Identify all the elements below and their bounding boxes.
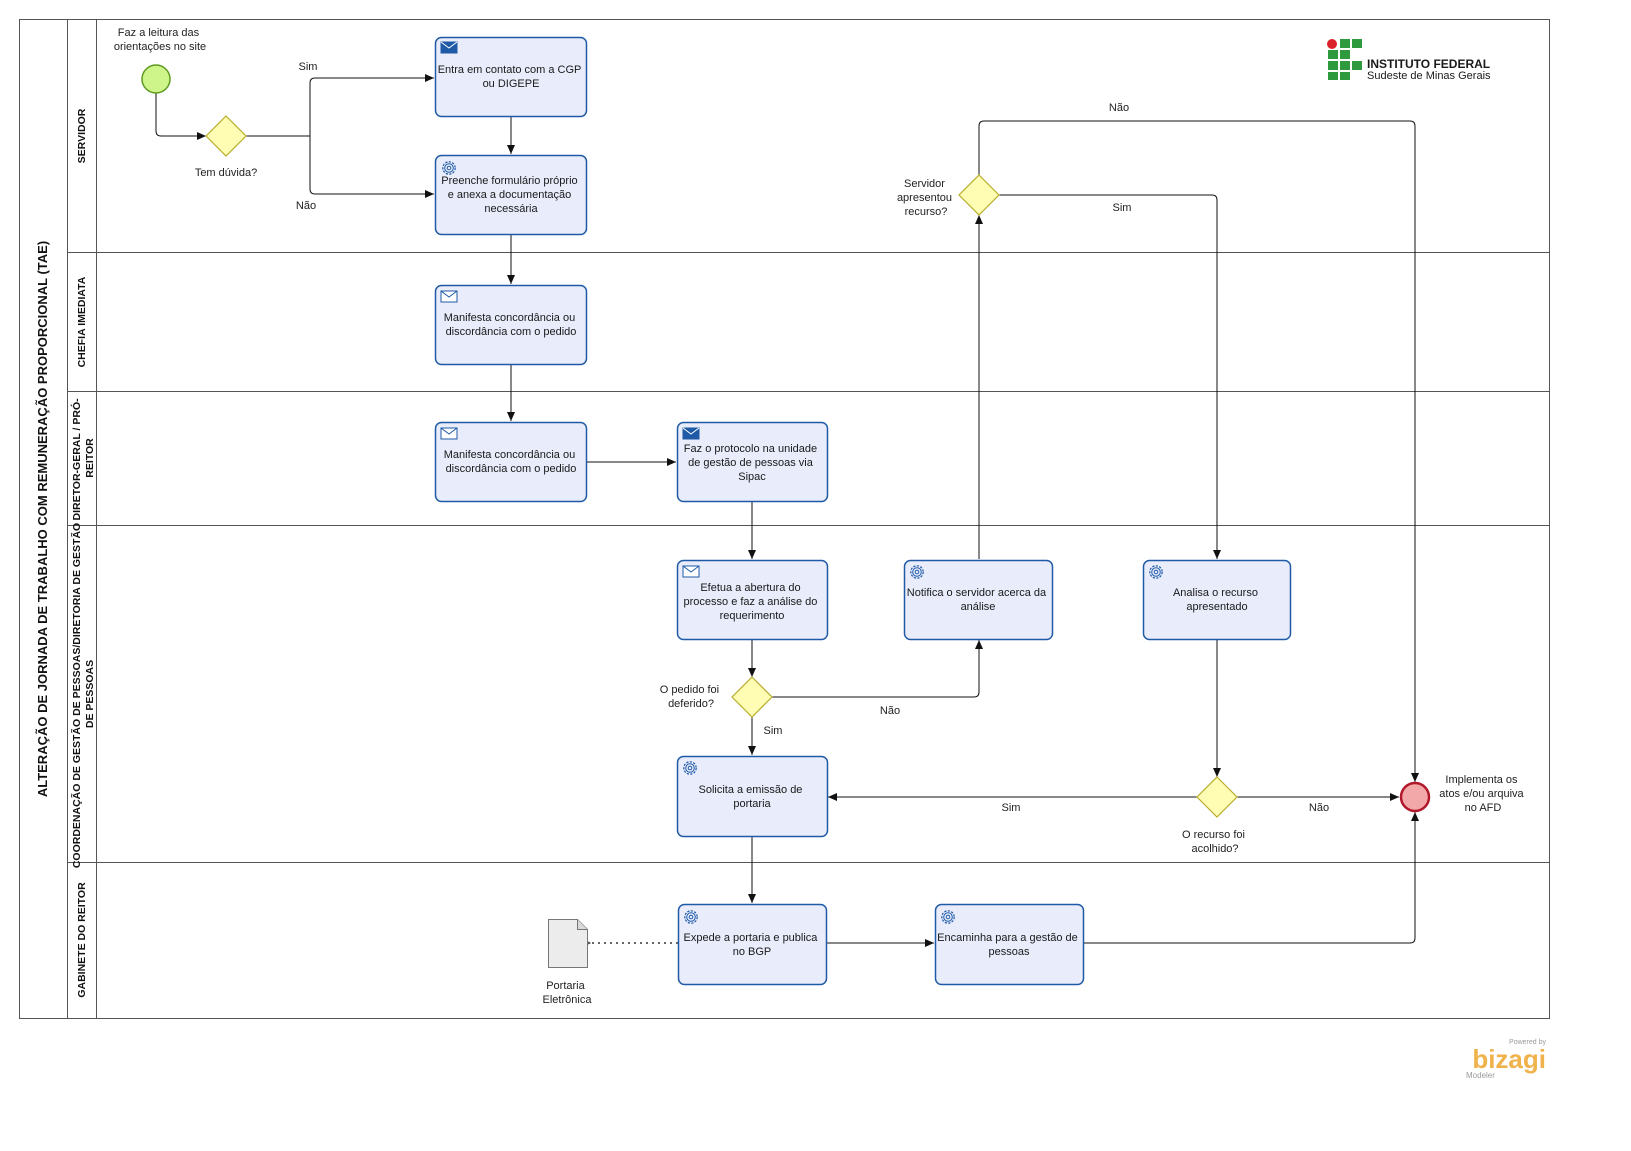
svg-text:Faz o protocolo na unidade: Faz o protocolo na unidade de gestão de … xyxy=(684,443,820,483)
gateway-tem-duvida-label: Tem dúvida? xyxy=(195,167,257,179)
task-analisa-recurso[interactable]: Analisa o recurso apresentado xyxy=(1142,559,1292,641)
flow-label-nao: Não xyxy=(1309,802,1329,814)
lane-title-gabinete: GABINETE DO REITOR xyxy=(76,882,88,998)
flow-label-sim: Sim xyxy=(1113,202,1132,214)
envelope-filled-icon xyxy=(440,41,458,54)
gateway-recurso-acolhido[interactable] xyxy=(1196,776,1238,818)
envelope-icon xyxy=(440,290,458,303)
flow-label-nao: Não xyxy=(296,200,316,212)
envelope-icon xyxy=(682,565,700,578)
gateway-tem-duvida[interactable] xyxy=(205,115,247,157)
flow-label-sim: Sim xyxy=(299,61,318,73)
task-entra-em-contato[interactable]: Entra em contato com a CGP ou DIGEPE xyxy=(434,36,588,118)
end-event[interactable] xyxy=(1399,781,1431,813)
lane-title-cgp: COORDENAÇÃO DE GESTÃO DE PESSOAS/DIRETOR… xyxy=(70,520,96,868)
gateway-pedido-deferido[interactable] xyxy=(731,676,773,718)
gateway-servidor-apresentou-recurso[interactable] xyxy=(958,174,1000,216)
lane-title-diretor: DIRETOR-GERAL / PRÓ- REITOR xyxy=(70,395,96,520)
svg-text:Powered by: Powered by xyxy=(1509,1039,1546,1046)
svg-text:Notifica o servidor acerca da: Notifica o servidor acerca da análise xyxy=(907,587,1049,613)
svg-text:Expede a portaria e publica: Expede a portaria e publica no BGP xyxy=(684,932,821,958)
lane-title-chefia: CHEFIA IMEDIATA xyxy=(76,276,88,367)
flow-label-sim: Sim xyxy=(764,725,783,737)
gateway-deferido-label: O pedido foi deferido? xyxy=(660,684,722,710)
start-event-label: Faz a leitura das orientações no site xyxy=(114,27,206,53)
svg-text:Analisa o recurso aprese: Analisa o recurso apresentado xyxy=(1173,587,1261,613)
start-event[interactable] xyxy=(141,64,171,94)
flow-label-sim: Sim xyxy=(1002,802,1021,814)
task-efetua-abertura[interactable]: Efetua a abertura do processo e faz a an… xyxy=(676,559,829,641)
task-solicita-portaria[interactable]: Solicita a emissão de portaria xyxy=(676,755,829,838)
envelope-icon xyxy=(440,427,458,440)
svg-text:Solicita a emissão de po: Solicita a emissão de portaria xyxy=(698,784,805,810)
pool-title: ALTERAÇÃO DE JORNADA DE TRABALHO COM REM… xyxy=(35,241,50,797)
lane-title-servidor: SERVIDOR xyxy=(76,108,88,163)
svg-text:Modeler: Modeler xyxy=(1466,1071,1495,1080)
flow-label-nao: Não xyxy=(1109,102,1129,114)
data-object-portaria[interactable] xyxy=(548,919,588,968)
data-object-label: Portaria Eletrônica xyxy=(543,980,593,1006)
flow-label-nao: Não xyxy=(880,705,900,717)
svg-text:Preenche formulário próprio: Preenche formulário próprio e anexa a do… xyxy=(441,175,580,215)
svg-text:INSTITUTO FEDERAL: INSTITUTO FEDERAL xyxy=(1367,57,1490,71)
svg-text:Entra em contato com a CGP: Entra em contato com a CGP ou DIGEPE xyxy=(438,64,585,90)
envelope-filled-icon xyxy=(682,427,700,440)
svg-text:Manifesta concordância ou: Manifesta concordância ou discordância c… xyxy=(444,312,579,338)
task-expede-portaria[interactable]: Expede a portaria e publica no BGP xyxy=(677,903,828,986)
task-faz-protocolo[interactable]: Faz o protocolo na unidade de gestão de … xyxy=(676,421,829,503)
task-diretor-manifesta[interactable]: Manifesta concordância ou discordância c… xyxy=(434,421,588,503)
svg-text:Sudeste de Minas Gerais: Sudeste de Minas Gerais xyxy=(1367,70,1491,82)
task-encaminha-gestao[interactable]: Encaminha para a gestão de pessoas xyxy=(934,903,1085,986)
gateway-acolhido-label: O recurso foi acolhido? xyxy=(1182,829,1248,855)
svg-text:bizagi: bizagi xyxy=(1472,1044,1546,1074)
svg-text:Efetua a abertura do pro: Efetua a abertura do processo e faz a an… xyxy=(684,582,821,622)
task-notifica-servidor[interactable]: Notifica o servidor acerca da análise xyxy=(903,559,1054,641)
task-preenche-formulario[interactable]: Preenche formulário próprio e anexa a do… xyxy=(434,154,588,236)
bizagi-watermark: Powered by bizagi Modeler xyxy=(1466,1039,1546,1080)
task-chefia-manifesta[interactable]: Manifesta concordância ou discordância c… xyxy=(434,284,588,366)
svg-text:Manifesta concordância ou: Manifesta concordância ou discordância c… xyxy=(444,449,579,475)
instituto-federal-logo: INSTITUTO FEDERAL Sudeste de Minas Gerai… xyxy=(1327,39,1491,82)
gateway-recurso-label: Servidor apresentou recurso? xyxy=(897,178,955,218)
pool-frame xyxy=(19,19,1550,1019)
svg-text:Encaminha para a gestão de: Encaminha para a gestão de pessoas xyxy=(937,932,1081,958)
sequence-flows xyxy=(155,74,1419,947)
end-event-label: Implementa os atos e/ou arquiva no AFD xyxy=(1439,774,1526,814)
